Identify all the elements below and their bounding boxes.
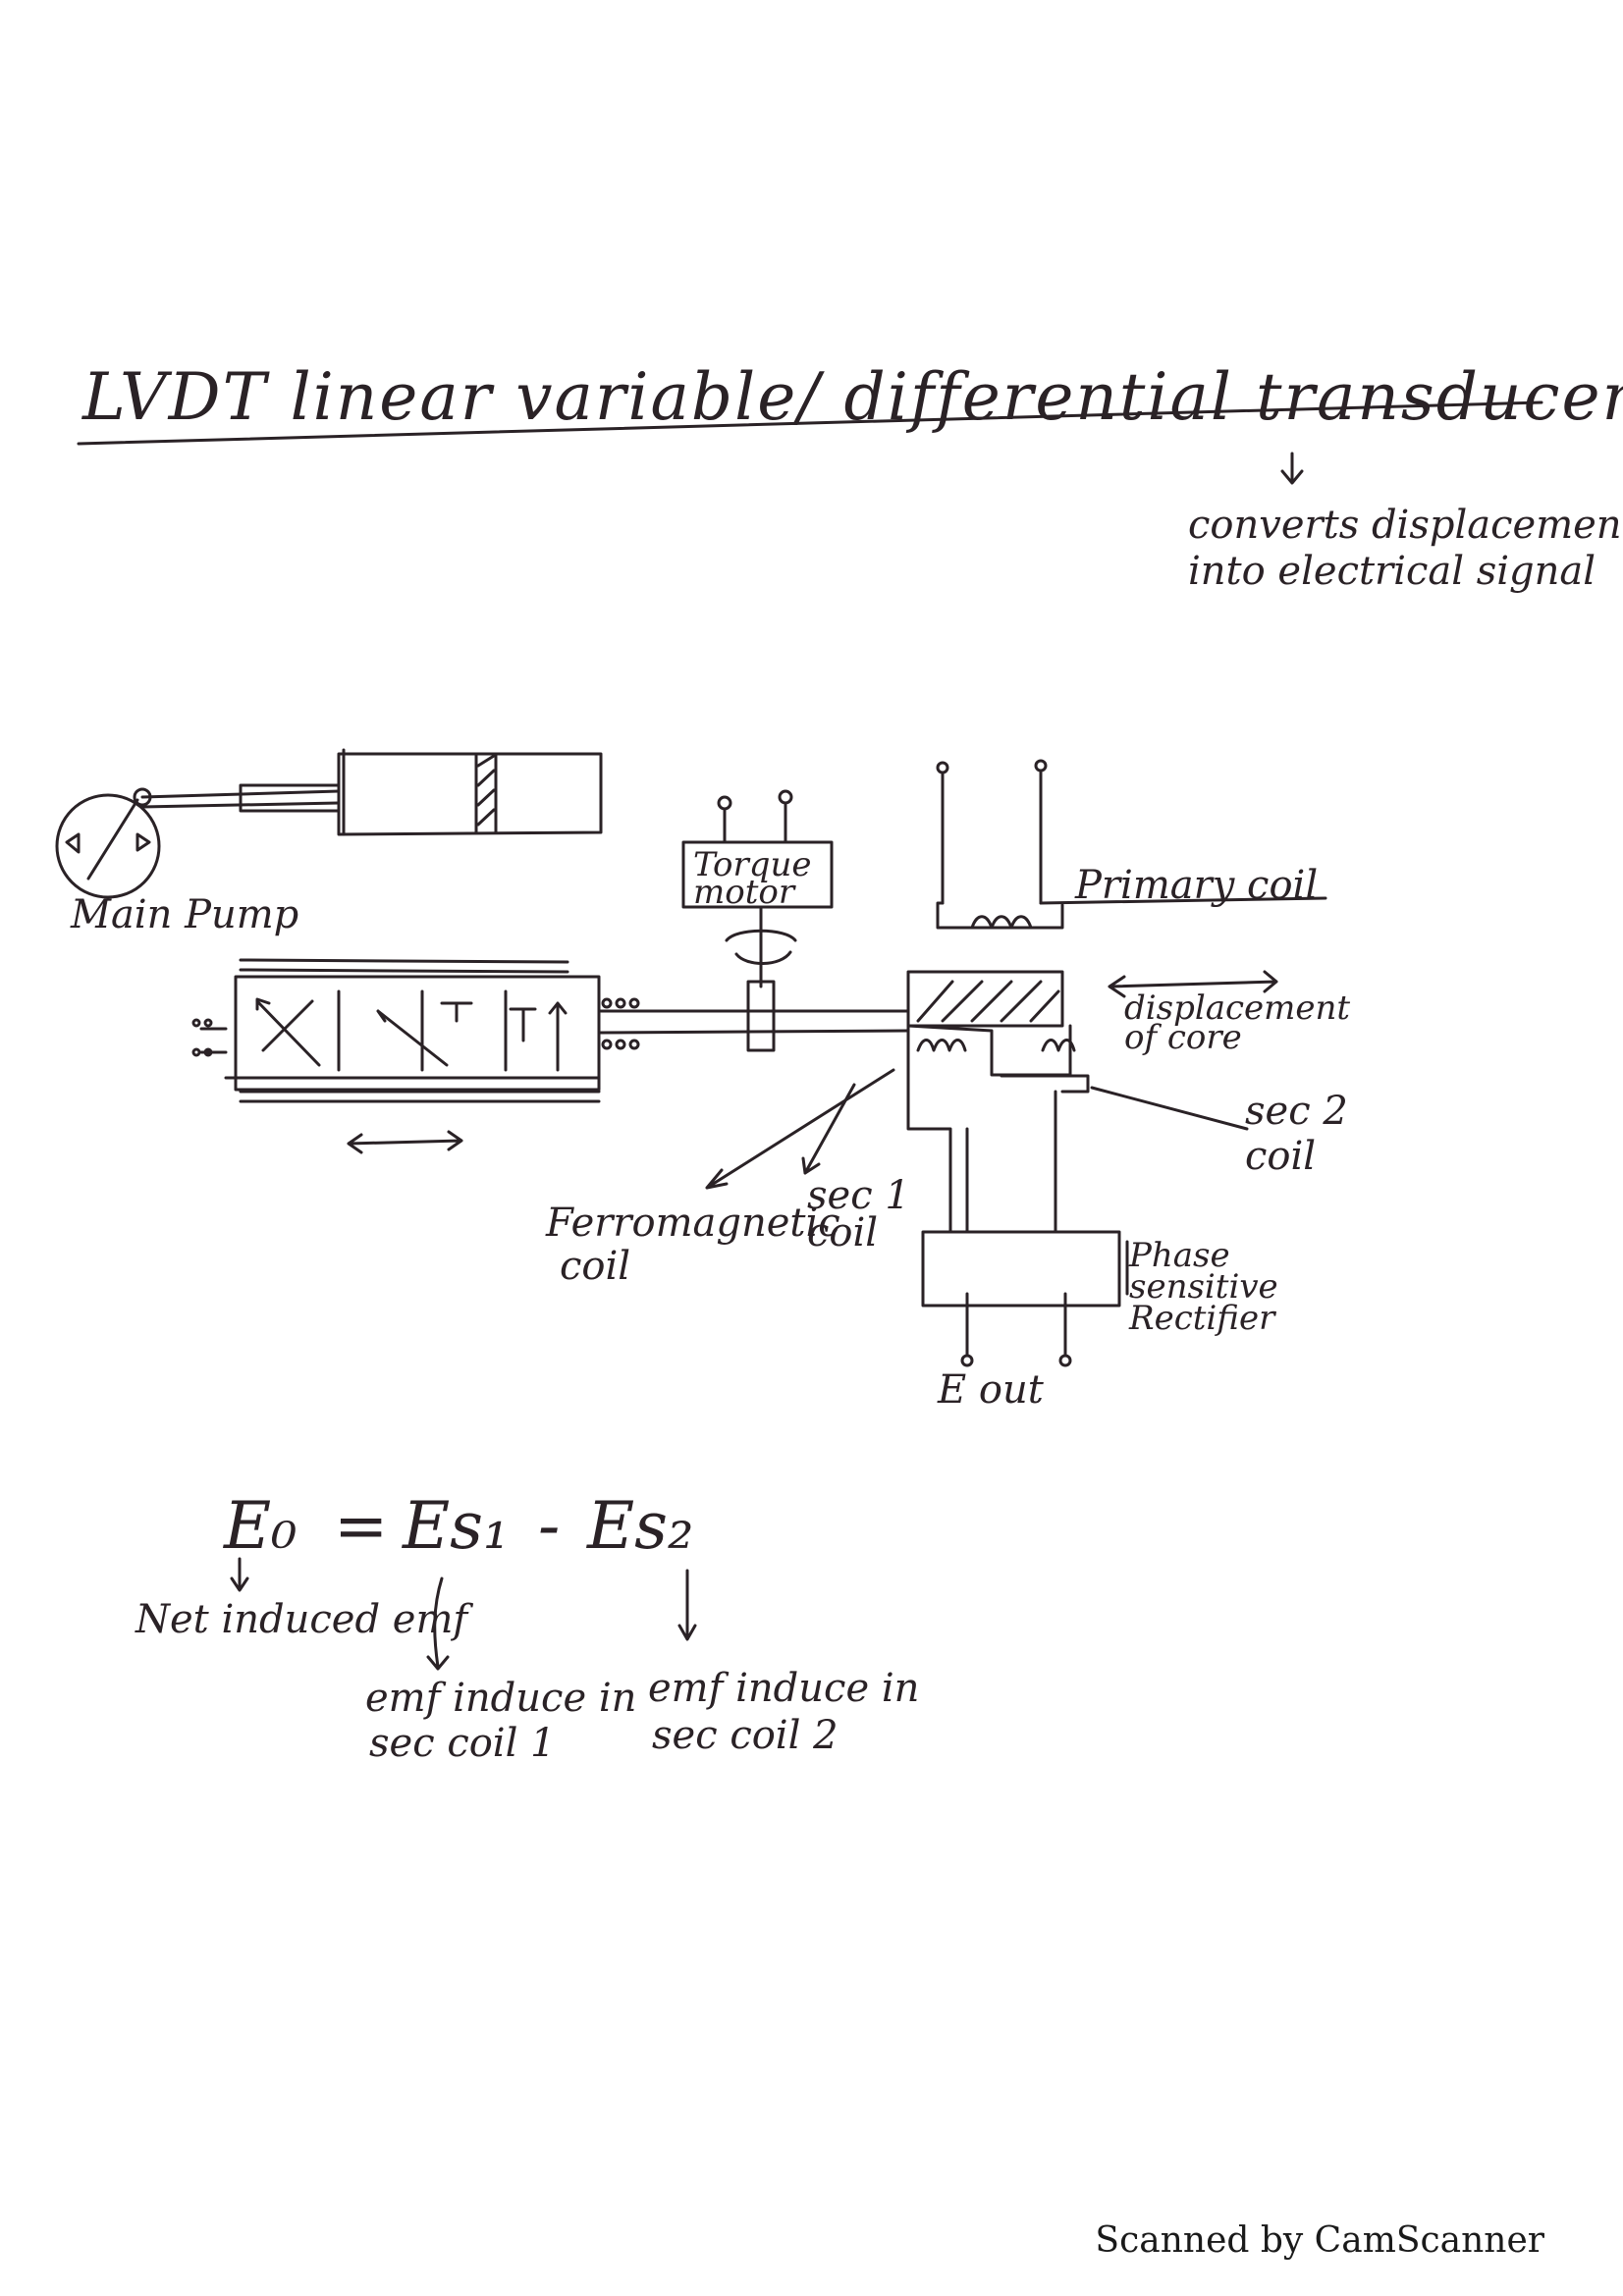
displacement-arrow	[1108, 970, 1278, 998]
note-sec1-1: emf induce in	[365, 1676, 637, 1721]
equation-lhs: E₀	[224, 1488, 298, 1564]
title-underline	[77, 400, 1543, 446]
label-sec2-2: coil	[1245, 1134, 1317, 1179]
note-sec2-1: emf induce in	[648, 1666, 920, 1711]
note-net-emf: Net induced emf	[135, 1597, 468, 1642]
ferromagnetic-core	[906, 970, 1064, 1028]
label-ferro-2: coil	[560, 1244, 631, 1289]
label-sec1-1: sec 1	[807, 1173, 910, 1218]
valve-motion-arrow	[347, 1130, 463, 1154]
label-sec2-1: sec 2	[1245, 1089, 1348, 1134]
label-torque-1: Torque	[693, 845, 812, 884]
note-arrow	[1280, 452, 1304, 485]
note-line-1: converts displacement	[1188, 503, 1623, 548]
label-ferro-1: Ferromagnetic	[546, 1201, 840, 1246]
label-phase-2: sensitive	[1129, 1267, 1278, 1307]
scanner-watermark: Scanned by CamScanner	[1095, 2220, 1544, 2261]
equation-term-1: Es₁	[403, 1488, 510, 1564]
equation-equals: =	[334, 1488, 389, 1564]
label-eout: E out	[938, 1367, 1044, 1413]
note-line-2: into electrical signal	[1188, 549, 1596, 594]
equation-term-2: Es₂	[587, 1488, 694, 1564]
label-primary-coil: Primary coil	[1075, 863, 1319, 908]
equation-minus: -	[538, 1488, 561, 1564]
page-title: LVDT linear variable/ differential trans…	[82, 359, 1623, 435]
note-sec2-2: sec coil 2	[652, 1713, 839, 1758]
note-sec1-2: sec coil 1	[369, 1721, 556, 1766]
label-phase-1: Phase	[1129, 1236, 1230, 1275]
label-displacement-2: of core	[1124, 1018, 1242, 1057]
secondary-coil-body	[906, 1024, 969, 1234]
label-main-pump: Main Pump	[71, 892, 299, 937]
label-sec1-2: coil	[807, 1210, 879, 1255]
phase-rectifier-box	[921, 1230, 1121, 1308]
label-torque-2: motor	[693, 873, 795, 912]
label-phase-3: Rectifier	[1129, 1299, 1275, 1338]
cylinder	[337, 752, 603, 836]
label-displacement-1: displacement	[1124, 988, 1351, 1028]
spool-valve	[234, 975, 601, 1092]
torque-motor-box	[681, 840, 834, 909]
main-pump-symbol	[55, 793, 161, 899]
